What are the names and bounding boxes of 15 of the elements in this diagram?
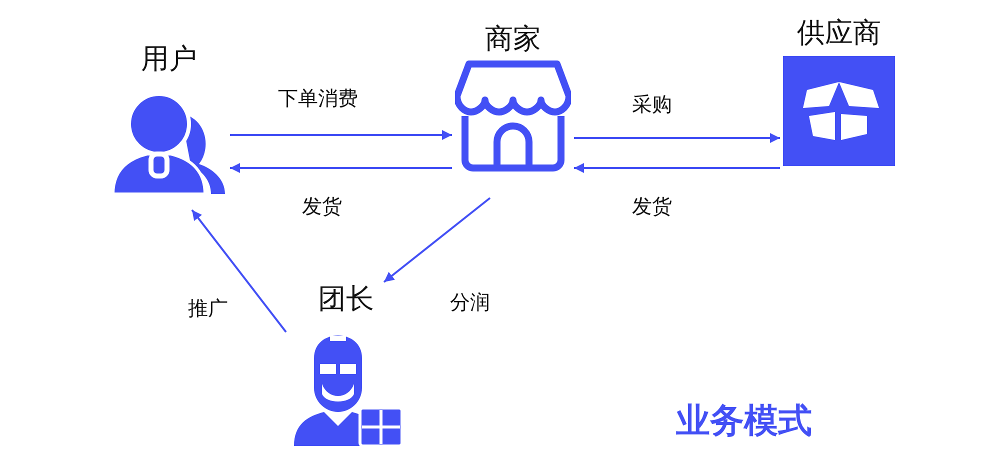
edge-label: 发货 [630,194,674,218]
diagram-title: 业务模式 [676,400,812,443]
node-heading: 供应商 [797,16,881,50]
arrow [383,197,491,283]
edge-label: 下单消费 [276,86,360,110]
arrow [574,133,780,143]
node-heading: 商家 [485,22,541,56]
arrow [574,163,780,173]
arrow [191,209,287,333]
arrow [230,163,452,173]
edge-label: 推广 [186,296,230,320]
edge-label: 发货 [300,194,344,218]
arrow [230,130,452,140]
node-heading: 团长 [318,282,374,316]
node-heading: 用户 [141,42,197,76]
